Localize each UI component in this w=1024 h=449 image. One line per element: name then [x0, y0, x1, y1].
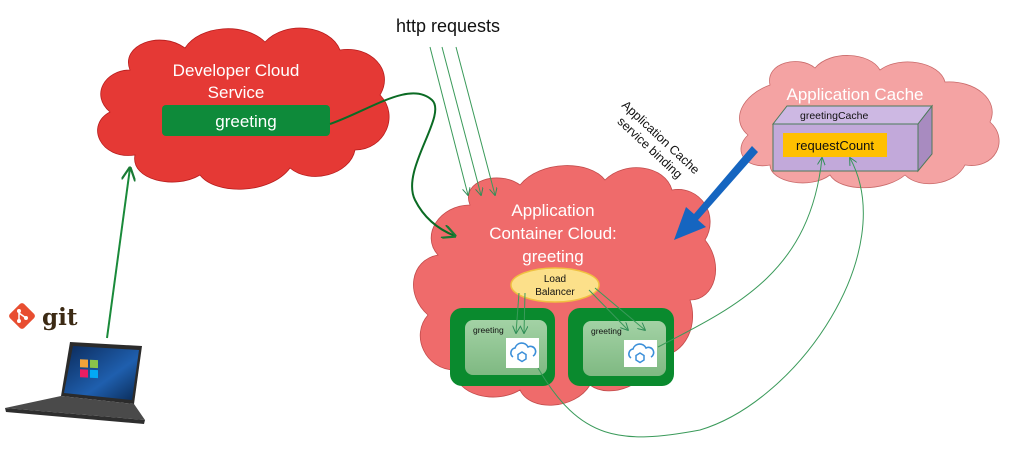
service-binding-arrow	[674, 146, 758, 240]
app-instance-label: greeting	[591, 326, 622, 336]
acc-title-line1: Application	[511, 201, 594, 220]
developer-cloud-title-line1: Developer Cloud	[173, 61, 300, 80]
app-instance[interactable]: greeting	[450, 308, 555, 386]
http-request-arrow	[455, 46, 495, 195]
git-logo-icon	[9, 303, 35, 329]
cache-access-arrow	[657, 158, 822, 348]
load-balancer-line1: Load	[544, 274, 566, 285]
request-count-key[interactable]	[783, 133, 887, 157]
http-requests-label: http requests	[396, 16, 500, 36]
greeting-repository[interactable]	[162, 105, 330, 136]
lb-route-arrow	[594, 287, 645, 330]
git-label: git	[42, 304, 78, 331]
developer-cloud-service: Developer Cloud Service greeting	[97, 27, 390, 190]
application-cache-title: Application Cache	[786, 85, 923, 104]
greeting-cache-box[interactable]: greetingCache requestCount	[771, 104, 934, 173]
lb-route-arrow	[588, 289, 628, 330]
application-container-cloud: Application Container Cloud: greeting Lo…	[413, 165, 716, 406]
developer-workstation: git	[5, 303, 145, 424]
app-instance[interactable]: greeting	[568, 308, 674, 386]
developer-cloud-title-line2: Service	[208, 83, 265, 102]
load-balancer-line2: Balancer	[535, 287, 575, 298]
cloud-hexagon-icon	[506, 338, 539, 368]
load-balancer[interactable]: Load Balancer	[510, 267, 600, 303]
deploy-arrow	[329, 92, 455, 236]
greeting-repository-label: greeting	[215, 112, 276, 131]
request-count-label: requestCount	[796, 138, 874, 153]
greeting-cache-label: greetingCache	[800, 110, 868, 122]
git-push-arrow	[106, 168, 130, 339]
connectors	[106, 46, 864, 438]
acc-title-line2: Container Cloud:	[489, 224, 617, 243]
lb-route-arrow	[524, 292, 525, 333]
cloud-hexagon-icon	[624, 340, 657, 367]
app-instance-label: greeting	[473, 325, 504, 335]
cache-access-arrow	[537, 158, 864, 438]
laptop-icon	[5, 342, 145, 424]
http-request-arrow	[429, 46, 468, 195]
acc-title-line3: greeting	[522, 247, 583, 266]
http-request-arrow	[441, 46, 481, 195]
lb-route-arrow	[516, 292, 519, 333]
application-cache-cloud: Application Cache greetingCache requestC…	[739, 55, 1000, 189]
